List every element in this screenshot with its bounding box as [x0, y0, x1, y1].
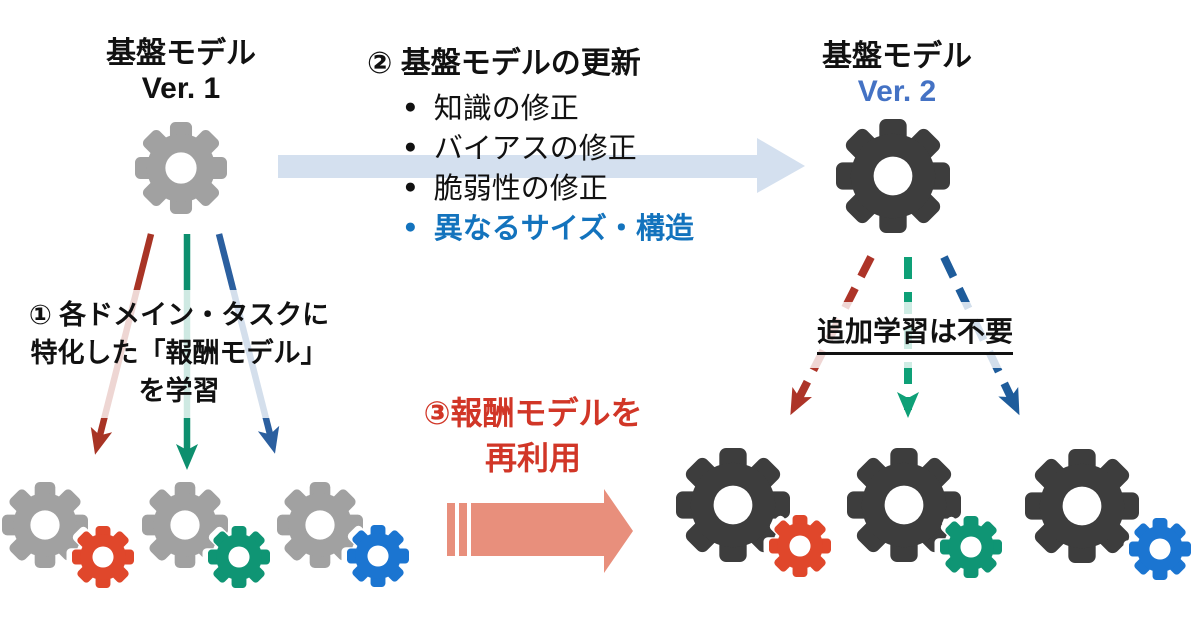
step1-line1: ① 各ドメイン・タスクに [28, 300, 330, 330]
left-model-title: 基盤モデル [106, 37, 256, 70]
bullet-label: 知識の修正 [433, 93, 579, 125]
bullet-label: バイアスの修正 [433, 133, 637, 165]
gear-icon-dark-v2 [836, 119, 950, 233]
list-item: ● 脆弱性の修正 [404, 166, 694, 206]
bullet-label: 異なるサイズ・構造 [433, 213, 694, 245]
no-training-label: 追加学習は不要 [816, 310, 1013, 355]
bullet-icon: ● [404, 174, 417, 198]
gear-icon-gray-v1 [135, 122, 227, 214]
gear-icon-blue [1129, 518, 1191, 580]
gear-icon-red [72, 526, 134, 588]
gear-icon-blue [347, 525, 409, 587]
bullet-icon: ● [404, 134, 417, 158]
right-model-title: 基盤モデル [822, 40, 972, 73]
step3-line1: ③報酬モデルを [423, 395, 643, 431]
list-item: ● 異なるサイズ・構造 [404, 206, 694, 246]
gear-icon-dark [1025, 449, 1139, 563]
left-model-version: Ver. 1 [141, 72, 221, 105]
no-training-caption: 追加学習は不要 [788, 302, 1042, 368]
step3-caption: ③報酬モデルを 再利用 [400, 391, 666, 481]
step1-caption: ① 各ドメイン・タスクに 特化した「報酬モデル」 を学習 [12, 290, 346, 418]
step2-title: ② 基盤モデルの更新 [367, 47, 641, 80]
step1-line3: を学習 [138, 376, 220, 406]
bullet-label: 脆弱性の修正 [433, 173, 608, 205]
step2-bullet-list: ● 知識の修正 ● バイアスの修正 ● 脆弱性の修正 ● 異なるサイズ・構造 [404, 86, 694, 246]
reward-models-ver2 [676, 448, 1197, 586]
reward-models-ver1 [1, 482, 415, 594]
list-item: ● 知識の修正 [404, 86, 694, 126]
step3-line2: 再利用 [484, 440, 581, 476]
update-arrow-icon [278, 138, 805, 193]
list-item: ● バイアスの修正 [404, 126, 694, 166]
gear-icon-green [940, 516, 1002, 578]
bullet-icon: ● [404, 214, 417, 238]
gear-icon-red [769, 515, 831, 577]
bullet-icon: ● [404, 94, 417, 118]
step1-line2: 特化した「報酬モデル」 [30, 338, 328, 368]
right-model-version: Ver. 2 [857, 75, 937, 108]
gear-icon-green [208, 526, 270, 588]
reuse-arrow-icon [447, 489, 633, 573]
